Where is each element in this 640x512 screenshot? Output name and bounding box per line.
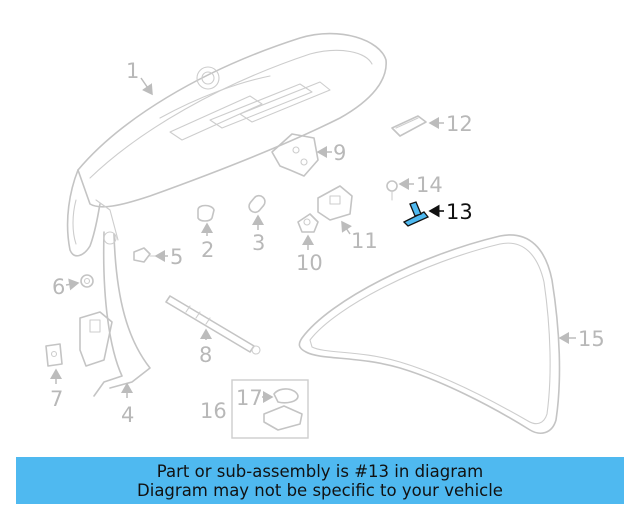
part-14-pin	[386, 180, 398, 201]
callout-8: 8	[199, 343, 212, 367]
callout-11: 11	[351, 229, 378, 253]
callout-1: 1	[126, 59, 139, 83]
part-17-cap	[263, 388, 303, 431]
part-2-bumper	[197, 204, 215, 222]
part-1-trunk-lid	[66, 32, 387, 257]
part-16-kit-box	[231, 379, 309, 439]
part-11-latch	[317, 185, 353, 221]
part-15-weatherstrip	[298, 234, 561, 434]
info-banner: Part or sub-assembly is #13 in diagram D…	[16, 457, 624, 504]
banner-line-1: Part or sub-assembly is #13 in diagram	[156, 461, 484, 481]
part-12-handle	[391, 115, 427, 137]
callout-17: 17	[236, 386, 263, 410]
part-3-grommet	[248, 194, 266, 214]
callout-6: 6	[52, 275, 65, 299]
callout-16: 16	[200, 399, 227, 423]
part-6-nut	[80, 274, 94, 288]
callout-3: 3	[252, 231, 265, 255]
callout-2: 2	[201, 238, 214, 262]
callout-7: 7	[50, 387, 63, 411]
part-7-bracket	[45, 343, 63, 367]
part-13-clip	[402, 201, 430, 227]
part-8-gas-strut	[165, 295, 261, 355]
part-9-hinge-bracket	[271, 133, 319, 177]
part-4-hinge	[79, 231, 151, 397]
banner-line-2: Diagram may not be specific to your vehi…	[137, 480, 503, 500]
callout-5: 5	[170, 245, 183, 269]
callout-4: 4	[121, 403, 134, 427]
callout-15: 15	[578, 327, 605, 351]
callout-14: 14	[416, 173, 443, 197]
part-5-bolt	[133, 247, 159, 263]
callout-10: 10	[296, 251, 323, 275]
parts-diagram: 1 2 3 4 5 6 7	[45, 32, 605, 439]
callout-9: 9	[333, 141, 346, 165]
callout-13: 13	[446, 200, 473, 224]
callout-12: 12	[446, 112, 473, 136]
part-10-switch	[297, 213, 319, 233]
